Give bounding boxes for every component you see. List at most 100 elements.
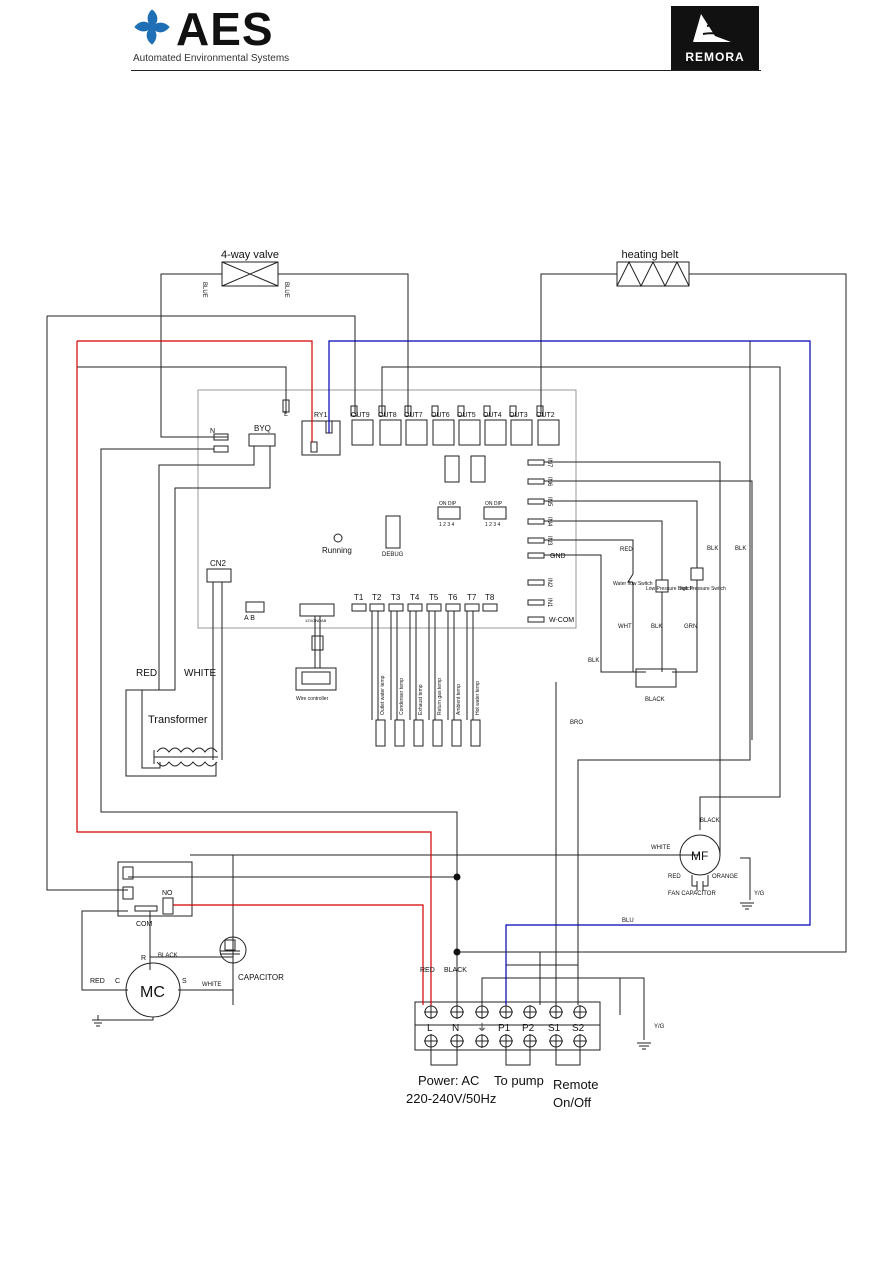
wire-black-label-2: BLACK — [700, 818, 720, 824]
debug-label: DEBUG — [382, 552, 404, 558]
sensor-ambient-temp: Ambient temp — [456, 684, 462, 715]
pump-label: To pump — [494, 1073, 544, 1088]
terminal-l: L — [427, 1023, 433, 1034]
output-label-out7: OUT7 — [404, 412, 423, 419]
partner-name: REMORA — [685, 50, 745, 64]
temp-port-t2: T2 — [372, 593, 382, 602]
brand-subtitle: Automated Environmental Systems — [133, 53, 290, 64]
output-label-out5: OUT5 — [457, 412, 476, 419]
temp-port-t6: T6 — [448, 593, 458, 602]
aes-logo-icon — [132, 7, 172, 47]
transformer-label: Transformer — [148, 714, 208, 726]
terminal-p1: P1 — [498, 1023, 511, 1034]
wire-grn-label: GRN — [684, 624, 697, 630]
water-flow-switch-label: Water flow Switch — [613, 581, 653, 587]
wire-red-label: RED — [620, 547, 633, 553]
compressor-r-label: R — [141, 955, 146, 962]
transformer-red-label: RED — [136, 668, 157, 679]
header-rule — [131, 70, 761, 71]
input-in4: IN4 — [546, 517, 552, 527]
sensor-hot-water-temp: Hot water temp — [475, 681, 481, 715]
temp-port-t1: T1 — [354, 593, 364, 602]
valve-wire-right-label: BLUE — [283, 282, 289, 298]
wire-red-label-4: RED — [420, 967, 435, 974]
n-label: N — [210, 428, 215, 435]
output-label-ry1: RY1 — [314, 412, 328, 419]
terminal-s2: S2 — [572, 1023, 585, 1034]
power-label: Power: AC — [418, 1073, 479, 1088]
dip2-label: ON DIP — [485, 501, 503, 507]
heating-belt-label: heating belt — [622, 249, 679, 261]
power-range-label: 220-240V/50Hz — [406, 1091, 496, 1106]
wire-blk-label-1: BLK — [707, 546, 718, 552]
input-in1: IN1 — [546, 598, 552, 608]
wire-blk-label-3: BLK — [651, 624, 662, 630]
remote-label-2: On/Off — [553, 1095, 591, 1110]
wire-black-label-1: BLACK — [645, 697, 665, 703]
contactor-no-label: NO — [162, 890, 173, 897]
output-label-out3: OUT3 — [509, 412, 528, 419]
contactor-com-label: COM — [136, 921, 153, 928]
wire-black-label-4: BLACK — [444, 967, 467, 974]
sensor-condenser-temp: Condenser temp — [399, 678, 405, 715]
input-w-com: W-COM — [549, 617, 574, 624]
running-label: Running — [322, 546, 352, 555]
wire-blu-label: BLU — [622, 918, 634, 924]
remote-label: Remote — [553, 1077, 599, 1092]
output-label-out6: OUT6 — [431, 412, 450, 419]
dip2-numbers: 1 2 3 4 — [485, 522, 501, 528]
temp-port-t5: T5 — [429, 593, 439, 602]
terminal-s1: S1 — [548, 1023, 561, 1034]
capacitor-label: CAPACITOR — [238, 973, 284, 982]
input-in3: IN3 — [546, 536, 552, 546]
wire-orange-label: ORANGE — [712, 874, 738, 880]
fan-motor-label: MF — [691, 849, 708, 863]
terminal-ground: ⏚ — [477, 1022, 487, 1034]
output-label-out9: OUT9 — [351, 412, 370, 419]
remora-logo: REMORA — [671, 6, 759, 70]
input-in6: IN6 — [546, 477, 552, 487]
temp-port-t7: T7 — [467, 593, 477, 602]
compressor-s-label: S — [182, 978, 187, 985]
input-gnd: GND — [550, 553, 566, 560]
terminal-n: N — [452, 1023, 459, 1034]
input-in2: IN2 — [546, 578, 552, 588]
output-label-out2: OUT2 — [536, 412, 555, 419]
yg-label-1: Y/G — [754, 891, 765, 897]
input-in7: IN7 — [546, 458, 552, 468]
wire-wht-label: WHT — [618, 624, 632, 630]
four-way-valve-label: 4-way valve — [221, 249, 279, 261]
temp-port-t4: T4 — [410, 593, 420, 602]
output-label-out8: OUT8 — [378, 412, 397, 419]
terminal-p2: P2 — [522, 1023, 535, 1034]
l-label: L — [284, 411, 288, 418]
wire-black-label-3: BLACK — [158, 953, 178, 959]
page-header: AES Automated Environmental Systems REMO… — [0, 0, 893, 80]
valve-wire-left-label: BLUE — [201, 282, 207, 298]
output-label-out4: OUT4 — [483, 412, 502, 419]
wire-red-label-2: RED — [668, 874, 681, 880]
wire-white-label-2: WHITE — [202, 982, 221, 988]
wire-blk-label-4: BLK — [588, 658, 599, 664]
byq-label: BYQ — [254, 424, 271, 433]
transformer-white-label: WHITE — [184, 668, 217, 679]
compressor-c-label: C — [115, 978, 120, 985]
cn2-label: CN2 — [210, 559, 227, 568]
sensor-return-gas-temp: Return gas temp — [437, 678, 443, 715]
ab-label: A B — [244, 615, 255, 622]
wire-controller-label: Wire controller — [296, 696, 329, 702]
sensor-outlet-water-temp: Outlet water temp — [380, 675, 386, 715]
high-pressure-switch-label: High Pressure Switch — [678, 586, 726, 592]
remora-fish-icon — [693, 14, 734, 42]
temp-port-t3: T3 — [391, 593, 401, 602]
wire-controller-connector-label: 12VGNDAB — [305, 618, 327, 623]
temp-port-t8: T8 — [485, 593, 495, 602]
compressor-label: MC — [140, 984, 165, 1001]
dip1-numbers: 1 2 3 4 — [439, 522, 455, 528]
yg-label-2: Y/G — [654, 1024, 665, 1030]
wire-white-label-1: WHITE — [651, 845, 670, 851]
dip1-label: ON DIP — [439, 501, 457, 507]
wire-red-label-3: RED — [90, 978, 105, 985]
sensor-exhaust-temp: Exhaust temp — [418, 684, 424, 715]
